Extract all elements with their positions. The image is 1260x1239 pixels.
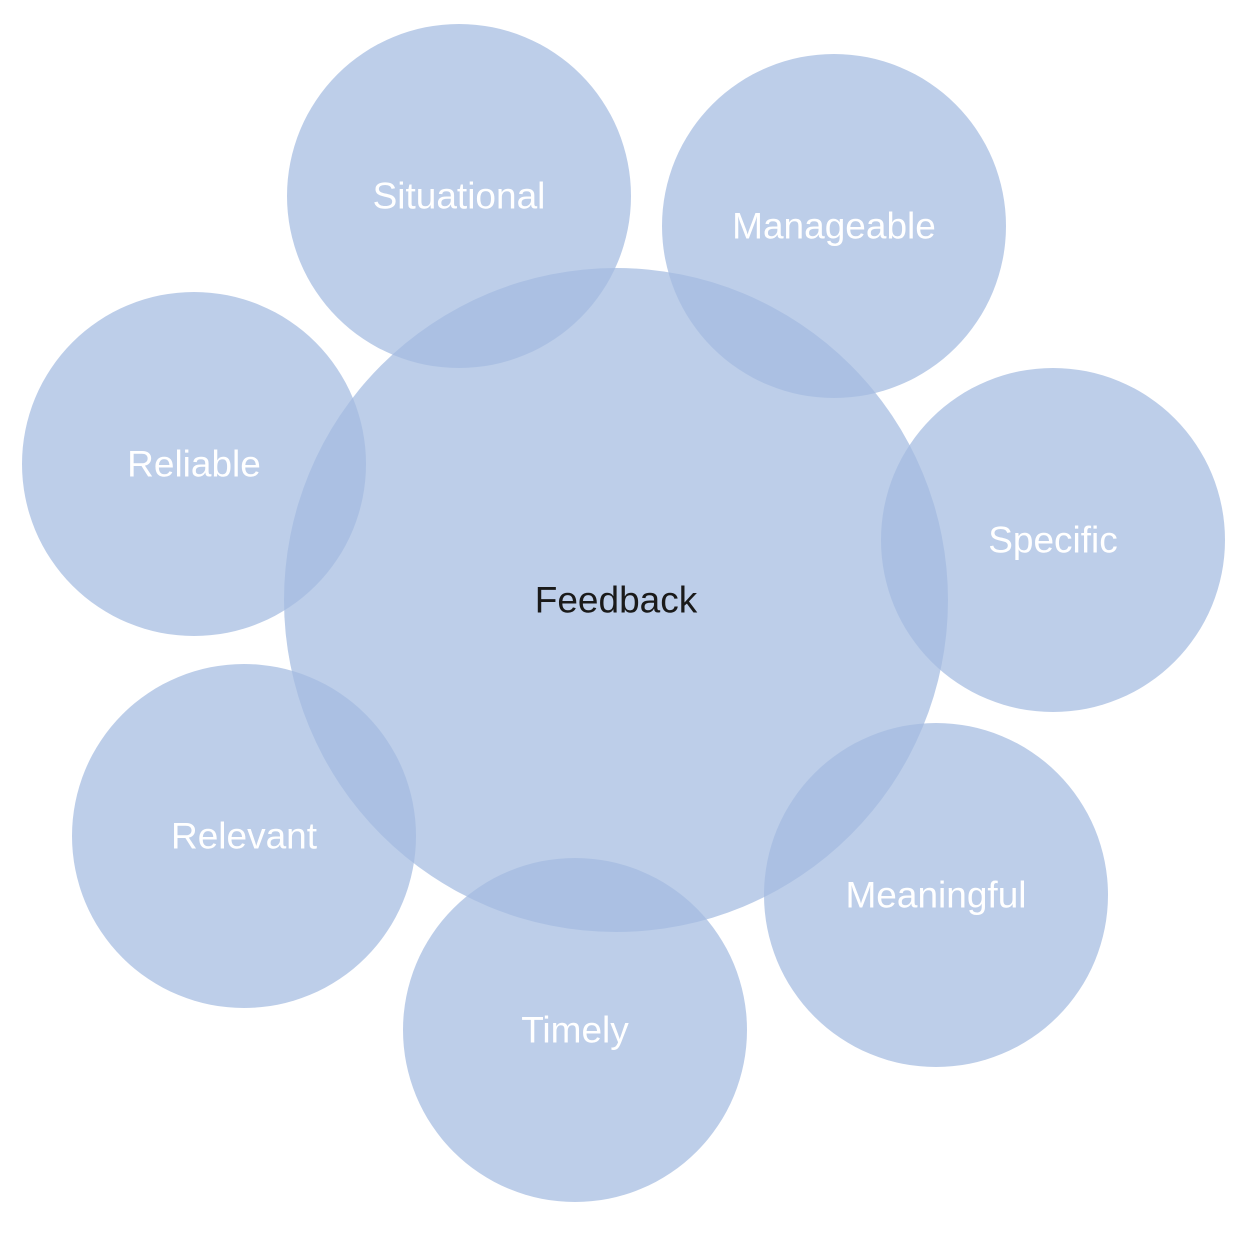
satellite-node-specific bbox=[881, 368, 1225, 712]
satellite-node-reliable bbox=[22, 292, 366, 636]
satellite-bubble-situational bbox=[287, 24, 631, 368]
satellite-bubble-specific bbox=[881, 368, 1225, 712]
satellite-bubble-timely bbox=[403, 858, 747, 1202]
satellite-node-manageable bbox=[662, 54, 1006, 398]
satellite-label-reliable: Reliable bbox=[127, 444, 261, 485]
satellite-bubble-relevant bbox=[72, 664, 416, 1008]
satellite-bubble-reliable bbox=[22, 292, 366, 636]
satellite-label-situational: Situational bbox=[373, 176, 546, 217]
satellite-label-timely: Timely bbox=[521, 1010, 629, 1051]
satellite-node-meaningful bbox=[764, 723, 1108, 1067]
center-bubble bbox=[284, 268, 948, 932]
satellite-label-manageable: Manageable bbox=[732, 206, 936, 247]
satellite-bubble-manageable bbox=[662, 54, 1006, 398]
center-node bbox=[284, 268, 948, 932]
satellite-node-relevant bbox=[72, 664, 416, 1008]
satellite-label-specific: Specific bbox=[988, 520, 1118, 561]
satellite-node-timely bbox=[403, 858, 747, 1202]
satellite-bubble-meaningful bbox=[764, 723, 1108, 1067]
satellite-label-meaningful: Meaningful bbox=[845, 875, 1026, 916]
satellite-node-situational bbox=[287, 24, 631, 368]
satellite-label-relevant: Relevant bbox=[171, 816, 318, 857]
center-label: Feedback bbox=[535, 580, 698, 621]
